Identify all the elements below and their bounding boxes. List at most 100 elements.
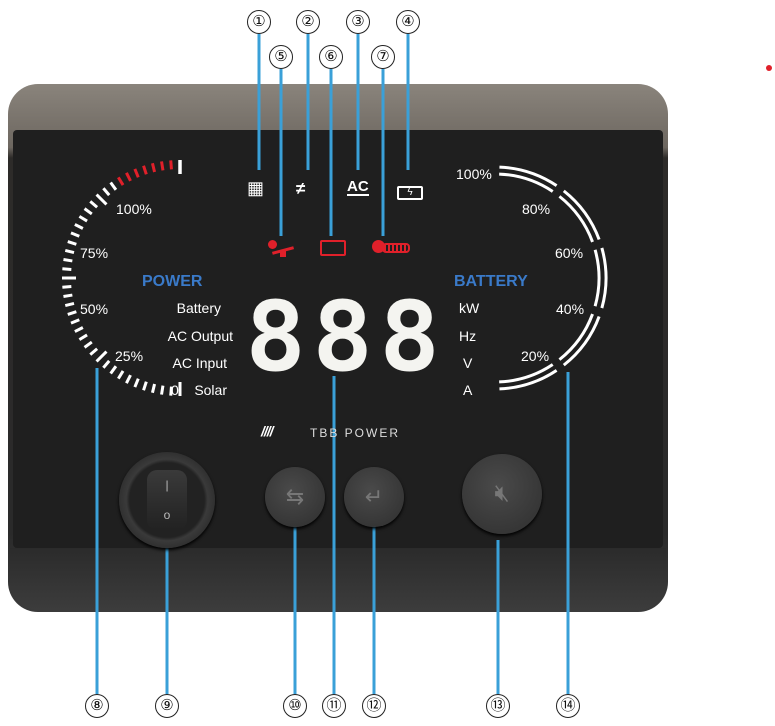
callout-11: ⑪ xyxy=(322,694,346,718)
low-battery-icon xyxy=(320,240,346,256)
power-gauge-tick xyxy=(150,383,157,394)
seven-segment-display: 888 xyxy=(245,281,447,393)
power-gauge-tick xyxy=(102,359,111,369)
mode-ac-output: AC Output xyxy=(167,328,233,344)
power-gauge-tick xyxy=(109,365,118,375)
battery-gauge-segment xyxy=(593,249,601,307)
power-gauge-tick xyxy=(160,161,165,171)
power-title: POWER xyxy=(142,273,203,290)
power-gauge-tick xyxy=(95,350,108,363)
power-gauge-tick xyxy=(64,248,75,255)
power-gauge-tick xyxy=(74,223,84,230)
thermometer-icon xyxy=(372,240,410,254)
brand-logo-text: TBB POWER xyxy=(310,426,401,440)
confirm-button[interactable]: ↵ xyxy=(344,467,404,527)
power-gauge-tick xyxy=(95,193,108,206)
battery-tick-100: 100% xyxy=(456,166,492,182)
power-gauge-tick xyxy=(62,285,72,289)
battery-gauge-segment xyxy=(558,195,594,243)
brand-logo-icon: //// xyxy=(261,423,274,439)
callout-14: ⑭ xyxy=(556,694,580,718)
overload-icon xyxy=(268,238,296,258)
ac-input-icon: AC xyxy=(347,178,369,196)
power-gauge-tick xyxy=(63,293,73,298)
callout-3: ③ xyxy=(346,10,370,34)
power-gauge-tick xyxy=(133,168,140,178)
power-gauge-tick xyxy=(109,181,118,191)
power-gauge-tick xyxy=(142,381,148,391)
battery-gauge-segment xyxy=(562,189,601,241)
unit-v: V xyxy=(463,355,473,371)
mode-battery: Battery xyxy=(176,300,221,316)
power-tick-75: 75% xyxy=(80,245,109,261)
button-panel xyxy=(10,548,666,610)
power-gauge-tick xyxy=(74,326,84,333)
power-gauge-tick xyxy=(117,370,125,380)
callout-12: ⑫ xyxy=(362,694,386,718)
callout-9: ⑨ xyxy=(155,694,179,718)
switch-mode-button[interactable]: ⇆ xyxy=(265,467,325,527)
power-gauge-tick xyxy=(89,200,99,209)
callout-8: ⑧ xyxy=(85,694,109,718)
battery-charging-icon: ϟ xyxy=(397,186,423,200)
red-dot xyxy=(766,65,772,71)
power-gauge-tick xyxy=(125,374,132,384)
power-tick-100: 100% xyxy=(116,201,152,217)
battery-gauge-segment xyxy=(499,172,554,193)
power-gauge-tick xyxy=(83,340,93,349)
solar-panel-icon: ▦ xyxy=(247,178,265,198)
power-gauge-tick xyxy=(117,176,125,186)
power-gauge-tick xyxy=(63,258,73,263)
mute-button[interactable]: 🔇︎ xyxy=(462,454,542,534)
power-gauge-tick xyxy=(160,385,165,395)
power-gauge-tick xyxy=(64,301,75,308)
mode-solar: Solar xyxy=(194,382,227,398)
battery-tick-80: 80% xyxy=(522,201,551,217)
battery-gauge-segment xyxy=(600,247,608,309)
unit-hz: Hz xyxy=(459,328,477,344)
enter-arrow-icon: ↵ xyxy=(364,484,384,509)
callout-10: ⑩ xyxy=(283,694,307,718)
unit-kw: kW xyxy=(459,300,480,316)
callout-5: ⑤ xyxy=(269,45,293,69)
power-gauge-tick xyxy=(62,267,72,271)
power-gauge-tick xyxy=(169,386,173,396)
power-switch[interactable]: |o xyxy=(119,452,215,548)
callout-4: ④ xyxy=(396,10,420,34)
battery-gauge-segment xyxy=(562,315,601,367)
battery-tick-20: 20% xyxy=(521,348,550,364)
mode-ac-input: AC Input xyxy=(172,355,227,371)
battery-title: BATTERY xyxy=(454,273,528,290)
power-tick-0: 0 xyxy=(171,382,179,398)
battery-gauge-segment xyxy=(499,369,558,391)
power-gauge-tick xyxy=(70,318,80,325)
power-gauge-tick xyxy=(70,231,80,238)
rocker-icon: |o xyxy=(147,470,187,530)
battery-gauge-segment xyxy=(499,363,554,384)
power-gauge-tick xyxy=(78,333,88,341)
lightning-ac-icon: ≠ xyxy=(296,179,306,198)
power-gauge-tick xyxy=(78,215,88,223)
callout-13: ⑬ xyxy=(486,694,510,718)
callout-1: ① xyxy=(247,10,271,34)
power-gauge-tick xyxy=(83,207,93,216)
battery-tick-60: 60% xyxy=(555,245,584,261)
power-gauge-tick xyxy=(67,310,77,316)
power-gauge-tick xyxy=(102,187,111,197)
display-panel xyxy=(13,130,663,548)
callout-6: ⑥ xyxy=(319,45,343,69)
battery-gauge-segment xyxy=(499,165,558,187)
unit-a: A xyxy=(463,382,473,398)
power-gauge-tick xyxy=(125,172,132,182)
power-gauge-tick xyxy=(89,347,99,356)
battery-gauge-segment xyxy=(558,313,594,361)
mute-speaker-icon: 🔇︎ xyxy=(494,480,510,507)
power-gauge-tick xyxy=(169,160,173,170)
power-gauge-tick xyxy=(67,240,77,246)
power-gauge-tick xyxy=(142,165,148,175)
power-gauge-tick xyxy=(150,162,157,173)
power-tick-25: 25% xyxy=(115,348,144,364)
battery-tick-40: 40% xyxy=(556,301,585,317)
